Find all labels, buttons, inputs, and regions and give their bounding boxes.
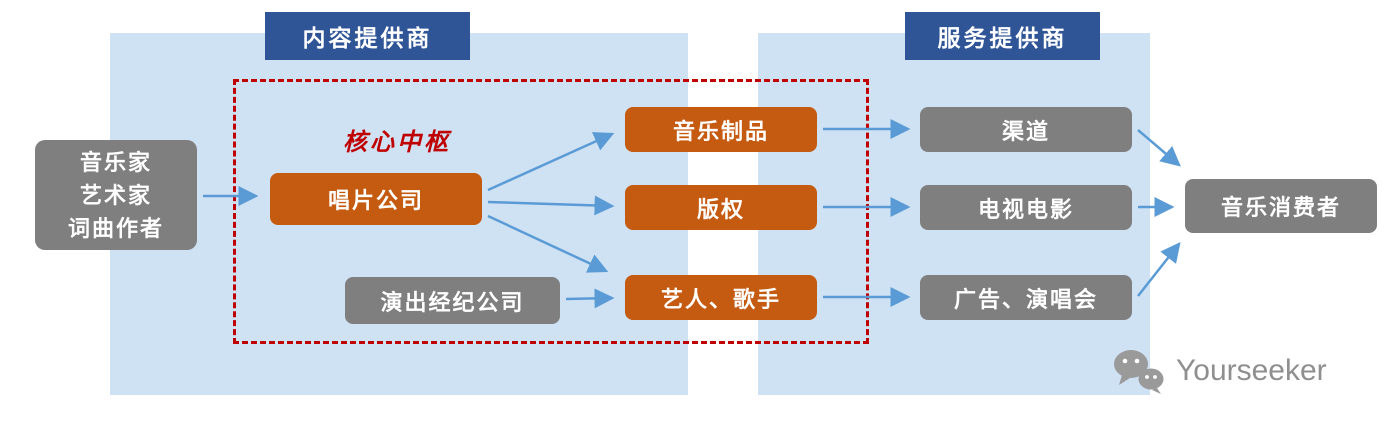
- tv-film-node: 电视电影: [920, 185, 1132, 230]
- record-company-node: 唱片公司: [270, 173, 482, 225]
- music-consumers-node: 音乐消费者: [1185, 179, 1377, 233]
- creators-node: 音乐家 艺术家 词曲作者: [35, 140, 197, 250]
- wechat-icon: [1114, 350, 1164, 394]
- artists-singers-node: 艺人、歌手: [625, 275, 817, 320]
- watermark-brand-text: Yourseeker: [1176, 354, 1327, 387]
- ads-concerts-node: 广告、演唱会: [920, 275, 1132, 320]
- channels-node: 渠道: [920, 107, 1132, 152]
- performance-agency-node: 演出经纪公司: [345, 277, 560, 324]
- watermark: Yourseeker: [1112, 348, 1327, 394]
- content-provider-header: 内容提供商: [265, 12, 470, 60]
- creators-line-2: 艺术家: [79, 182, 152, 208]
- creators-line-3: 词曲作者: [67, 215, 164, 241]
- copyright-node: 版权: [625, 185, 817, 230]
- core-hub-dashed-border: [233, 79, 869, 344]
- music-products-node: 音乐制品: [625, 107, 817, 152]
- creators-line-1: 音乐家: [79, 149, 152, 175]
- service-provider-header: 服务提供商: [905, 12, 1100, 60]
- core-hub-label: 核心中枢: [343, 129, 451, 156]
